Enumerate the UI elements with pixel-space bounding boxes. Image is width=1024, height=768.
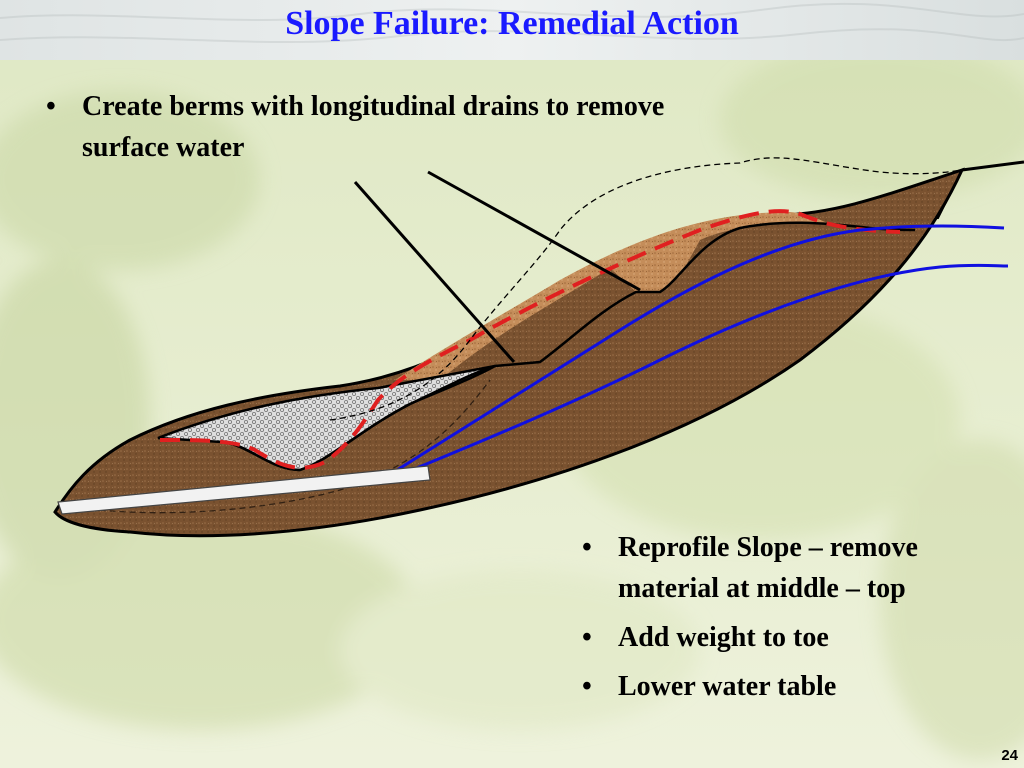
water-table-upper [377, 224, 1005, 484]
leader-line-lower-berm [353, 181, 516, 363]
original-base-line [59, 379, 491, 514]
bullet-glyph: • [582, 622, 592, 653]
bullet-item: • Add weight to toe [582, 617, 948, 658]
reprofiled-material [395, 212, 830, 380]
berm-profile-line [221, 221, 916, 472]
bullet-item: • Reprofile Slope – remove material at m… [582, 527, 948, 609]
horizontal-drain-pipe [57, 465, 431, 515]
bullet-glyph: • [46, 91, 56, 122]
bullet-glyph: • [582, 671, 592, 702]
water-table-lower [377, 263, 1009, 486]
bullet-text: Reprofile Slope – remove material at mid… [618, 532, 918, 604]
bottom-bullet-list: • Reprofile Slope – remove material at m… [582, 527, 948, 715]
bullet-glyph: • [582, 532, 592, 563]
bullet-text: Add weight to toe [618, 622, 829, 653]
top-bullet-list: • Create berms with longitudinal drains … [46, 86, 722, 168]
crest-ground-line [961, 160, 1024, 172]
bullet-text: Create berms with longitudinal drains to… [82, 91, 665, 163]
bullet-item: • Create berms with longitudinal drains … [46, 86, 722, 168]
bullet-item: • Lower water table [582, 666, 948, 707]
bullet-text: Lower water table [618, 671, 837, 702]
leader-line-upper-berm [427, 170, 641, 292]
slide-title: Slope Failure: Remedial Action [285, 5, 739, 42]
page-number: 24 [1001, 747, 1018, 764]
